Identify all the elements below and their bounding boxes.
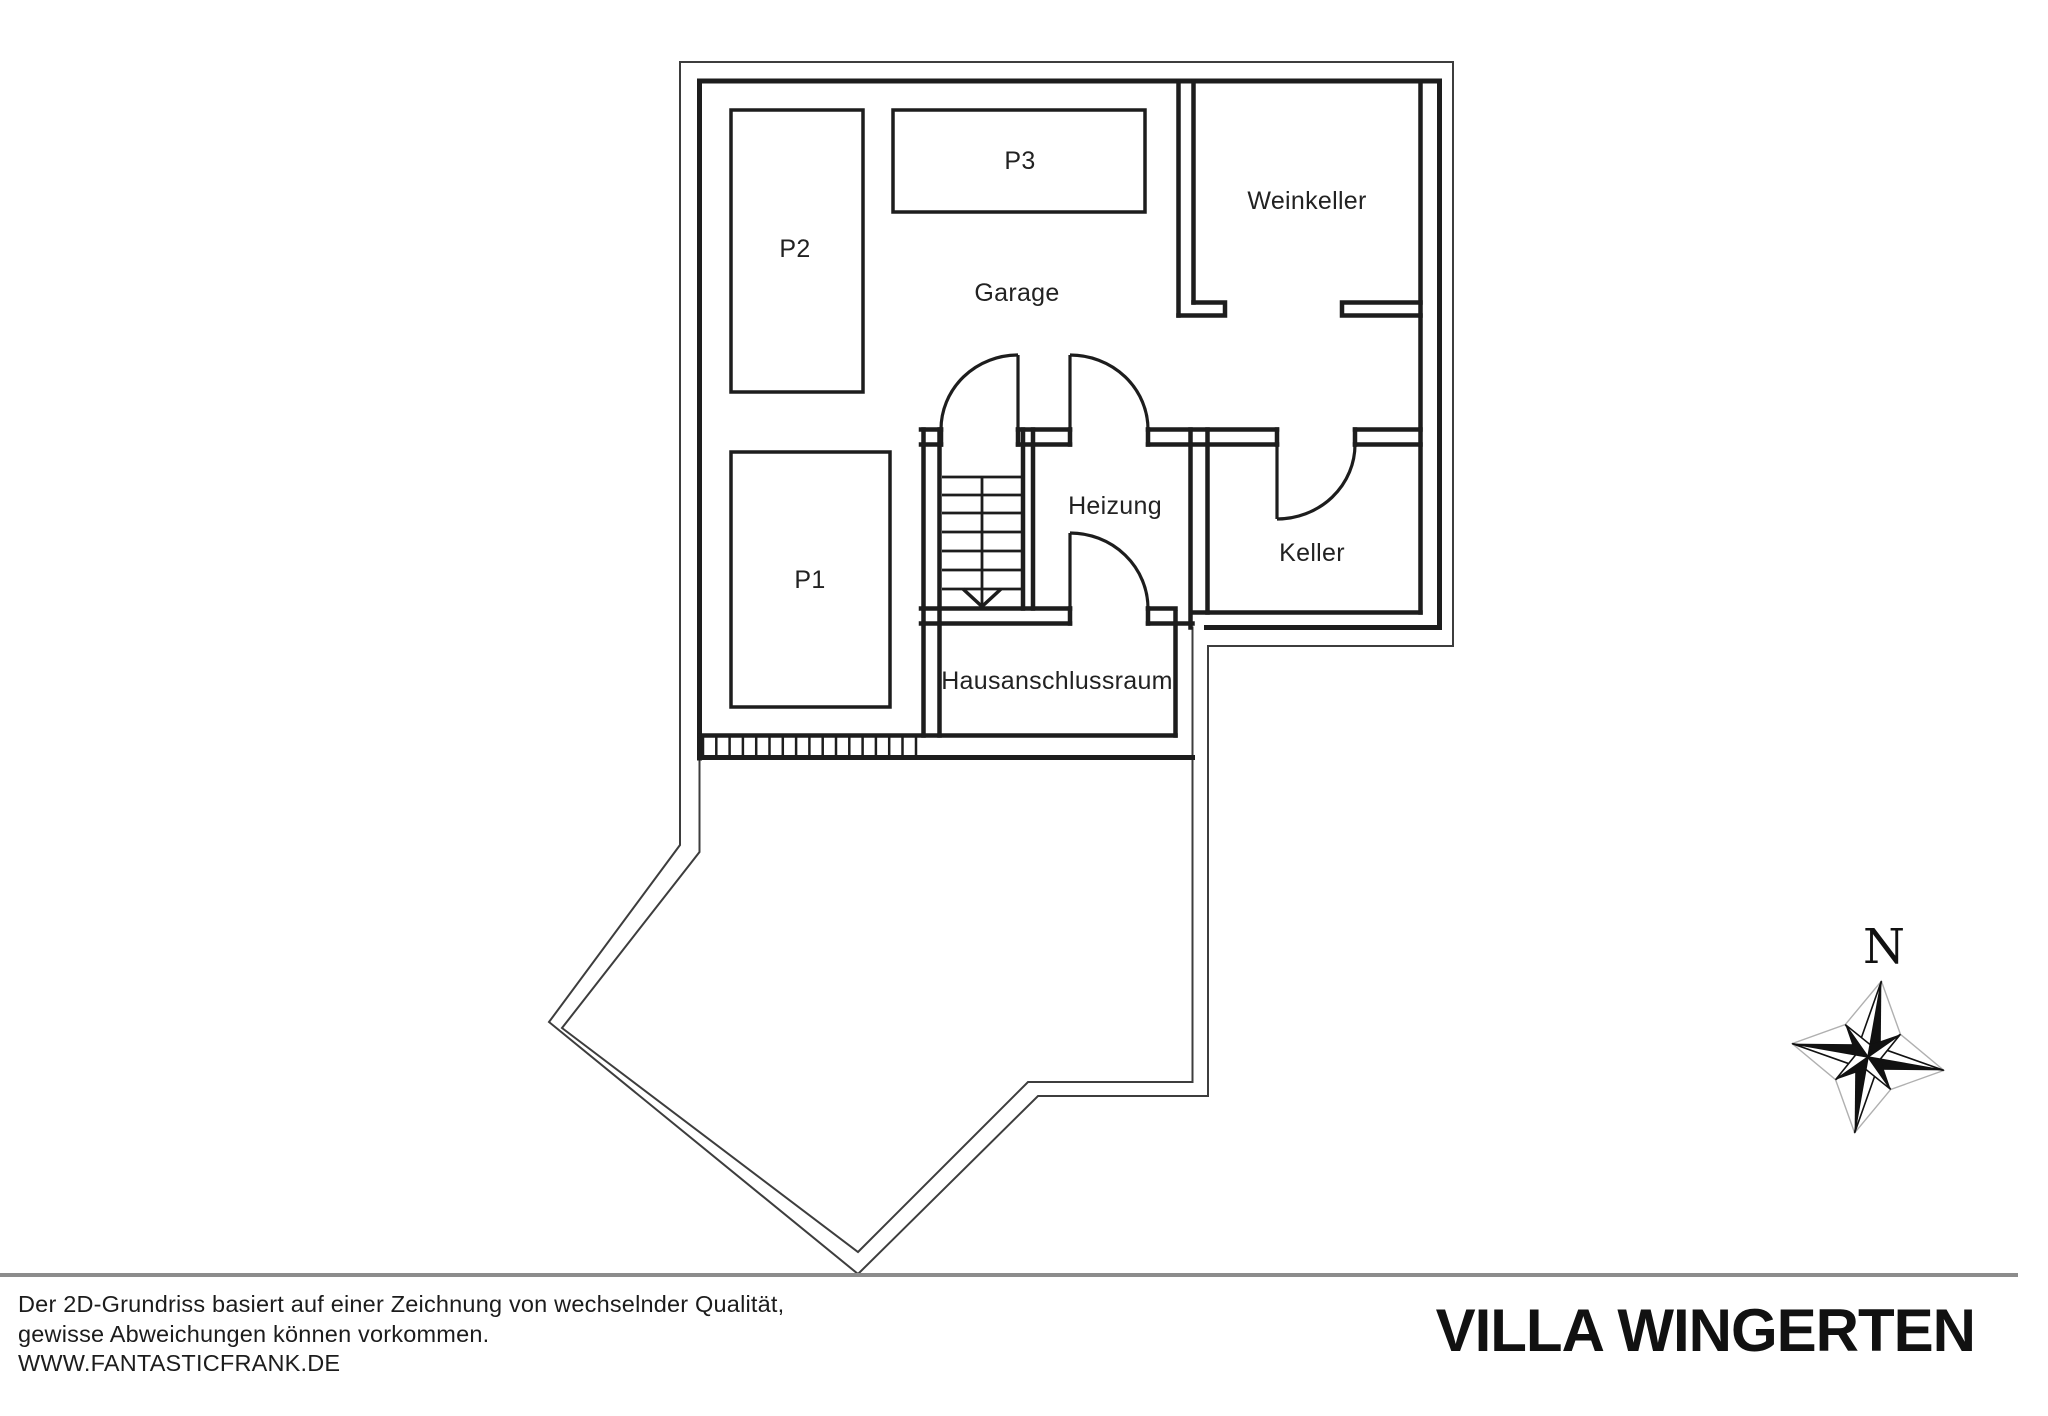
compass: N: [1790, 919, 1946, 1135]
stair-down-arrow: [961, 587, 1003, 609]
door-garage-left: [939, 353, 1020, 430]
door-garage-right: [1068, 353, 1150, 430]
wall-stair-left: [921, 427, 942, 738]
room-label-garage: Garage: [974, 279, 1059, 307]
wall-m2-jambs: [1067, 606, 1151, 626]
room-label-p3: P3: [1004, 147, 1035, 175]
parking-bay-p3: [891, 108, 1147, 214]
wall-heizung-left: [1020, 427, 1036, 611]
staircase: [942, 475, 1021, 609]
room-labels: P2 P3 Weinkeller Garage Heizung Keller P…: [779, 147, 1366, 695]
doors: [939, 353, 1357, 609]
room-label-hausanschlussraum: Hausanschlussraum: [941, 667, 1173, 695]
disclaimer-line-1: Der 2D-Grundriss basiert auf einer Zeich…: [18, 1291, 785, 1317]
terrace-inner-edge: [560, 626, 1194, 1254]
room-label-p2: P2: [779, 235, 810, 263]
room-label-weinkeller: Weinkeller: [1247, 187, 1366, 215]
footer-divider: [0, 1273, 2018, 1277]
wall-weinkeller-left: [1176, 78, 1196, 318]
compass-rose: [1790, 979, 1946, 1135]
door-keller: [1275, 444, 1357, 521]
wall-m1-jambs: [938, 427, 1358, 447]
parking-bay-p2: [729, 108, 865, 394]
parking-bay-p1: [729, 450, 892, 709]
door-heizung: [1068, 531, 1150, 609]
room-label-p1: P1: [794, 566, 825, 594]
room-label-heizung: Heizung: [1068, 492, 1162, 520]
compass-north-label: N: [1863, 919, 1905, 975]
site-outline: [547, 61, 1454, 1276]
footer-disclaimer: Der 2D-Grundriss basiert auf einer Zeich…: [18, 1290, 784, 1379]
wall-weinkeller-foot: [1176, 300, 1228, 318]
wall-weinkeller-right-stub: [1339, 300, 1423, 318]
website-url: WWW.FANTASTICFRANK.DE: [18, 1350, 341, 1376]
room-label-keller: Keller: [1279, 539, 1345, 567]
disclaimer-line-2: gewisse Abweichungen können vorkommen.: [18, 1320, 490, 1347]
wall-heizung-keller: [1188, 427, 1210, 630]
garage-threshold-hatch: [701, 735, 918, 758]
parking-bays: [729, 108, 1147, 709]
plan-title: VILLA WINGERTEN: [1435, 1297, 1976, 1364]
